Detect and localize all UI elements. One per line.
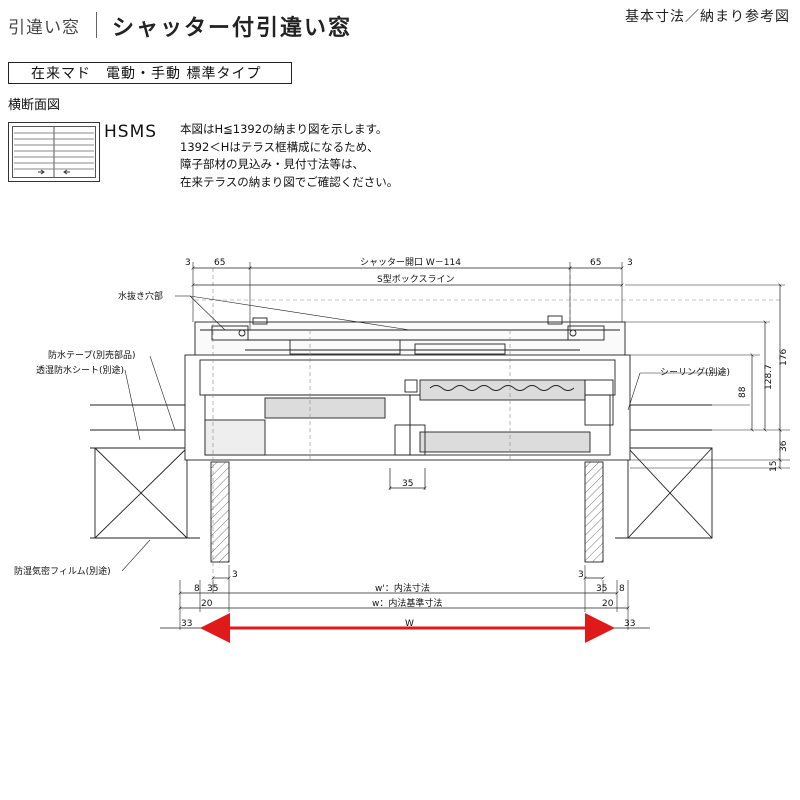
dim-bottom-left-33: 33 (181, 619, 192, 629)
callout-drain-hole: 水抜き穴部 (118, 290, 163, 302)
dim-bottom-right-35: 35 (596, 584, 607, 594)
callout-moisture-sheet: 透湿防水シート(別途) (36, 364, 124, 376)
dim-w: W (405, 619, 414, 629)
dim-v-36: 36 (779, 440, 789, 452)
dim-top-left-3: 3 (185, 258, 191, 268)
dim-s-box-line: S型ボックスライン (377, 274, 454, 285)
dim-top-left-65: 65 (214, 258, 225, 268)
right-stud (627, 447, 713, 539)
shutter-box (194, 315, 626, 359)
dim-w-standard: w：内法基準寸法 (372, 597, 442, 609)
callout-vapor-film: 防湿気密フィルム(別途) (14, 565, 111, 577)
note-line: 本図はH≦1392の納まり図を示します。 (180, 122, 388, 136)
model-code: HSMS (104, 122, 158, 142)
extension-lines (179, 262, 790, 630)
dim-jamb-left-3: 3 (232, 570, 238, 580)
callout-leaders (121, 295, 725, 572)
dim-bottom-right-20: 20 (602, 599, 614, 609)
dim-bottom-left-35: 35 (207, 584, 218, 594)
dim-jamb-right-3: 3 (578, 570, 584, 580)
window-frame (184, 354, 631, 461)
dim-center-35: 35 (402, 479, 413, 489)
dim-v-15: 15 (769, 461, 779, 472)
dim-v-88: 88 (738, 386, 748, 398)
dim-top-right-3: 3 (627, 258, 633, 268)
category-label: 引違い窓 (8, 18, 80, 38)
callout-sealing: シーリング(別途) (660, 366, 730, 378)
type-label-box: 在来マド 電動・手動 標準タイプ (8, 62, 292, 84)
dim-bottom-left-8: 8 (194, 584, 200, 594)
window-thumbnail-icon (8, 122, 100, 182)
dim-labels: 3 65 シャッター開口 W－114 65 3 S型ボックスライン 176 12… (181, 257, 789, 629)
dim-shutter-opening: シャッター開口 W－114 (360, 257, 461, 268)
dim-bottom-right-33: 33 (624, 619, 635, 629)
header-divider (96, 12, 97, 38)
dimension-lines (160, 266, 782, 629)
dim-v-128-7: 128.7 (764, 364, 774, 390)
left-jamb (210, 461, 230, 563)
dim-bottom-left-20: 20 (201, 599, 213, 609)
section-label: 横断面図 (8, 98, 61, 113)
note-line: 障子部材の見込み・見付寸法等は、 (180, 157, 364, 171)
dim-v-176: 176 (779, 349, 789, 366)
dim-w-prime: w'：内法寸法 (375, 582, 430, 594)
note-line: 在来テラスの納まり図でご確認ください。 (180, 174, 399, 189)
dim-bottom-right-8: 8 (619, 584, 625, 594)
callout-waterproof-tape: 防水テープ(別売部品) (48, 349, 135, 361)
callout-labels: 水抜き穴部 防水テープ(別売部品) 透湿防水シート(別途) シーリング(別途) … (14, 290, 730, 577)
dim-top-right-65: 65 (590, 258, 601, 268)
right-jamb (584, 461, 604, 563)
page-title: シャッター付引違い窓 (112, 16, 353, 41)
notes-block: 本図はH≦1392の納まり図を示します。 1392＜Hはテラス框構成になるため、… (180, 121, 398, 191)
reference-label: 基本寸法／納まり参考図 (625, 9, 790, 25)
left-stud (94, 447, 188, 539)
note-line: 1392＜Hはテラス框構成になるため、 (180, 139, 379, 154)
